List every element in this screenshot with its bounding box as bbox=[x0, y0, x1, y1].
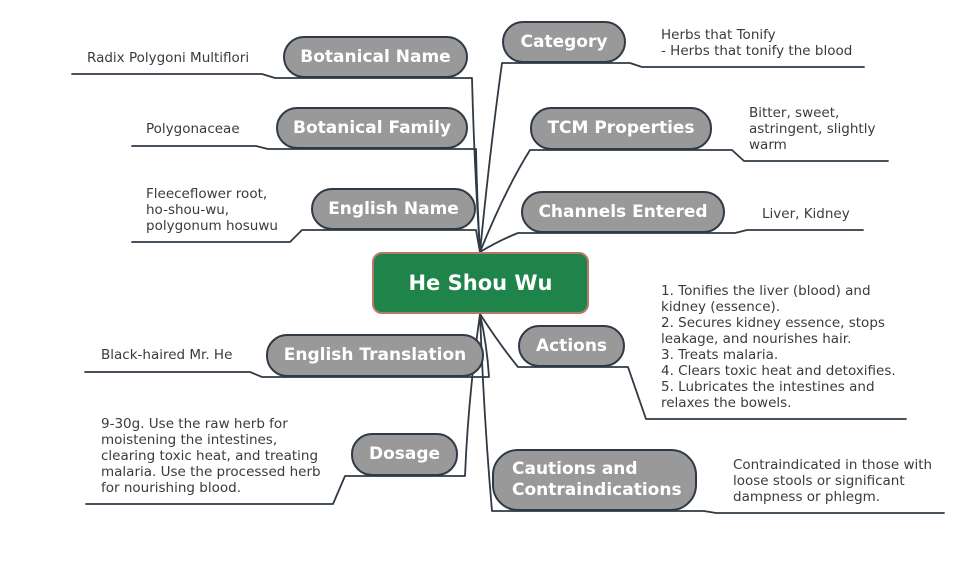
node-botanical-family[interactable]: Botanical Family bbox=[276, 107, 468, 149]
connector-channels-entered bbox=[479, 229, 864, 253]
node-category[interactable]: Category bbox=[502, 21, 626, 63]
connector-actions bbox=[479, 313, 907, 420]
node-channels-entered[interactable]: Channels Entered bbox=[521, 191, 725, 233]
note-category: Herbs that Tonify - Herbs that tonify th… bbox=[661, 27, 853, 59]
note-channels-entered: Liver, Kidney bbox=[762, 206, 850, 222]
connector-botanical-family bbox=[131, 145, 481, 253]
note-botanical-family: Polygonaceae bbox=[146, 121, 240, 137]
note-dosage: 9-30g. Use the raw herb for moistening t… bbox=[101, 416, 321, 496]
note-english-translation: Black-haired Mr. He bbox=[101, 347, 233, 363]
connector-category bbox=[479, 62, 865, 253]
note-tcm-properties: Bitter, sweet, astringent, slightly warm bbox=[749, 105, 876, 153]
connector-english-name bbox=[131, 229, 481, 253]
connector-tcm-properties bbox=[479, 149, 889, 253]
note-actions: 1. Tonifies the liver (blood) and kidney… bbox=[661, 283, 896, 411]
connector-english-translation bbox=[84, 313, 490, 378]
central-node[interactable]: He Shou Wu bbox=[372, 252, 589, 314]
node-dosage[interactable]: Dosage bbox=[351, 433, 458, 476]
node-actions[interactable]: Actions bbox=[518, 325, 625, 367]
node-tcm-properties[interactable]: TCM Properties bbox=[530, 107, 712, 150]
note-english-name: Fleeceflower root, ho-shou-wu, polygonum… bbox=[146, 186, 278, 234]
node-english-translation[interactable]: English Translation bbox=[266, 334, 484, 377]
node-botanical-name[interactable]: Botanical Name bbox=[283, 36, 468, 78]
note-botanical-name: Radix Polygoni Multiflori bbox=[87, 50, 250, 66]
node-cautions[interactable]: Cautions and Contraindications bbox=[492, 449, 697, 511]
node-english-name[interactable]: English Name bbox=[311, 188, 476, 230]
note-cautions: Contraindicated in those with loose stoo… bbox=[733, 457, 933, 505]
